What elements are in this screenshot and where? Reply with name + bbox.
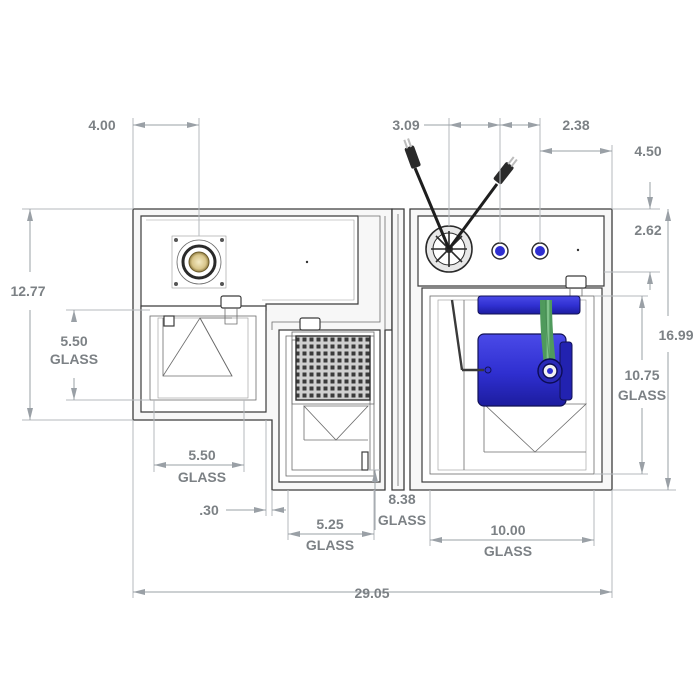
dim-spacer: .30 (199, 502, 219, 518)
dimension-labels: 29.05 4.00 3.09 2.38 4.50 12.77 5.50 GLA… (10, 117, 693, 601)
dim-depth-center: 8.38 (388, 491, 415, 507)
dim-glass-left-vertical: 5.50 (60, 333, 87, 349)
dimension-lines (22, 118, 676, 598)
strainer-fitting-icon (171, 235, 227, 289)
dim-glass-right-width-word: GLASS (484, 543, 532, 559)
dim-glass-left-vertical-word: GLASS (50, 351, 98, 367)
dim-glass-center-word: GLASS (306, 537, 354, 553)
dim-right-offset-a: 3.09 (392, 117, 419, 133)
right-bracket (565, 275, 587, 289)
filter-basket-frame (291, 331, 375, 405)
dim-overall-width: 29.05 (354, 585, 389, 601)
dim-left-offset: 4.00 (88, 117, 115, 133)
dim-glass-right-width: 10.00 (490, 522, 525, 538)
return-pump-icon (450, 295, 581, 407)
marker-dot (305, 260, 309, 264)
dim-glass-center: 5.25 (316, 516, 343, 532)
dim-glass-right-height-word: GLASS (618, 387, 666, 403)
left-step (271, 215, 381, 330)
dim-glass-left-horizontal: 5.50 (188, 447, 215, 463)
dim-right-offset-b: 2.38 (562, 117, 589, 133)
dim-height-left: 12.77 (10, 283, 45, 299)
power-plug-icon (403, 138, 518, 250)
dim-top-section-depth: 2.62 (634, 222, 661, 238)
marker-dot-right (576, 248, 580, 252)
left-sock-line-b (199, 317, 233, 377)
left-bracket (220, 295, 242, 309)
center-sock-shape (303, 405, 369, 441)
dim-depth-center-word: GLASS (378, 512, 426, 528)
left-sock-line-a (162, 317, 201, 377)
center-drain-tab (361, 451, 369, 471)
left-chamber-inner (149, 315, 257, 401)
left-top-panel-inner (146, 219, 355, 301)
filter-basket (295, 335, 371, 401)
dim-glass-left-horizontal-word: GLASS (178, 469, 226, 485)
left-bracket-arm (224, 308, 238, 325)
center-bracket (299, 317, 321, 331)
left-top-panel (140, 215, 359, 311)
dim-right-offset-c: 4.50 (634, 143, 661, 159)
left-clip-a (163, 315, 175, 327)
left-chamber (140, 305, 267, 413)
dim-glass-right-height: 10.75 (624, 367, 659, 383)
dim-height-right: 16.99 (658, 327, 693, 343)
